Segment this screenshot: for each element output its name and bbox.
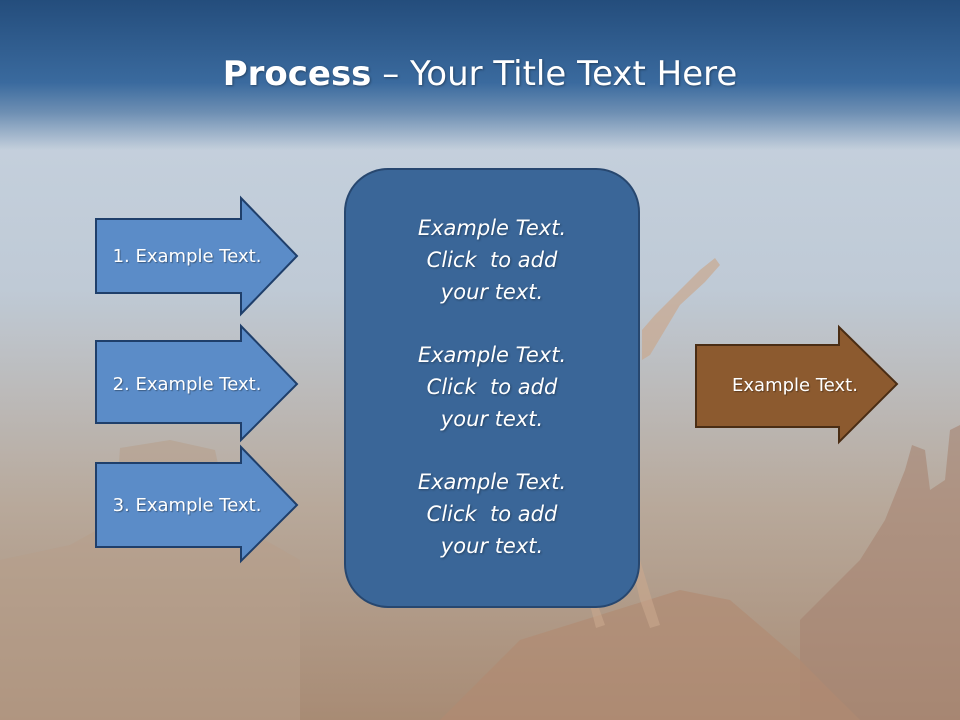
left-arrow-3-label: 3. Example Text.	[112, 494, 262, 516]
left-arrow-1[interactable]: 1. Example Text.	[95, 195, 299, 317]
center-text-2-line-3: your text.	[440, 406, 544, 431]
center-text-2-line-1: Example Text.	[417, 342, 567, 367]
left-arrow-1-shape	[95, 195, 299, 317]
title-bold: Process	[222, 54, 372, 94]
center-text-3-line-3: your text.	[440, 534, 544, 559]
foreground-rock	[440, 590, 860, 720]
right-arrow-label: Example Text.	[732, 374, 858, 396]
left-arrow-2-label: 2. Example Text.	[112, 373, 262, 395]
center-text-block-1: Example Text. Click to add your text.	[418, 212, 566, 308]
left-arrow-1-label: 1. Example Text.	[112, 245, 262, 267]
title-rest: – Your Title Text Here	[371, 54, 738, 94]
left-arrow-2-shape	[95, 323, 299, 443]
center-text-3-line-2: Click to add	[426, 502, 558, 527]
left-arrow-2[interactable]: 2. Example Text.	[95, 323, 299, 443]
left-arrow-3[interactable]: 3. Example Text.	[95, 444, 299, 564]
center-text-block-3: Example Text. Click to add your text.	[418, 466, 566, 562]
person-silhouette	[642, 258, 720, 360]
center-text-1-line-1: Example Text.	[417, 215, 567, 240]
center-text-2-line-2: Click to add	[426, 374, 558, 399]
person-legs	[590, 560, 660, 628]
slide-title: Process – Your Title Text Here	[0, 52, 960, 96]
center-text-1-line-3: your text.	[440, 279, 544, 304]
center-text-block-2: Example Text. Click to add your text.	[418, 339, 566, 435]
center-content-box[interactable]: Example Text. Click to add your text. Ex…	[344, 168, 640, 608]
center-text-3-line-1: Example Text.	[417, 470, 567, 495]
title-bar	[0, 0, 960, 150]
center-text-1-line-2: Click to add	[426, 247, 558, 272]
right-buttes	[800, 425, 960, 720]
right-arrow-shape	[695, 324, 899, 445]
right-arrow[interactable]: Example Text.	[695, 324, 899, 445]
left-arrow-3-shape	[95, 444, 299, 564]
